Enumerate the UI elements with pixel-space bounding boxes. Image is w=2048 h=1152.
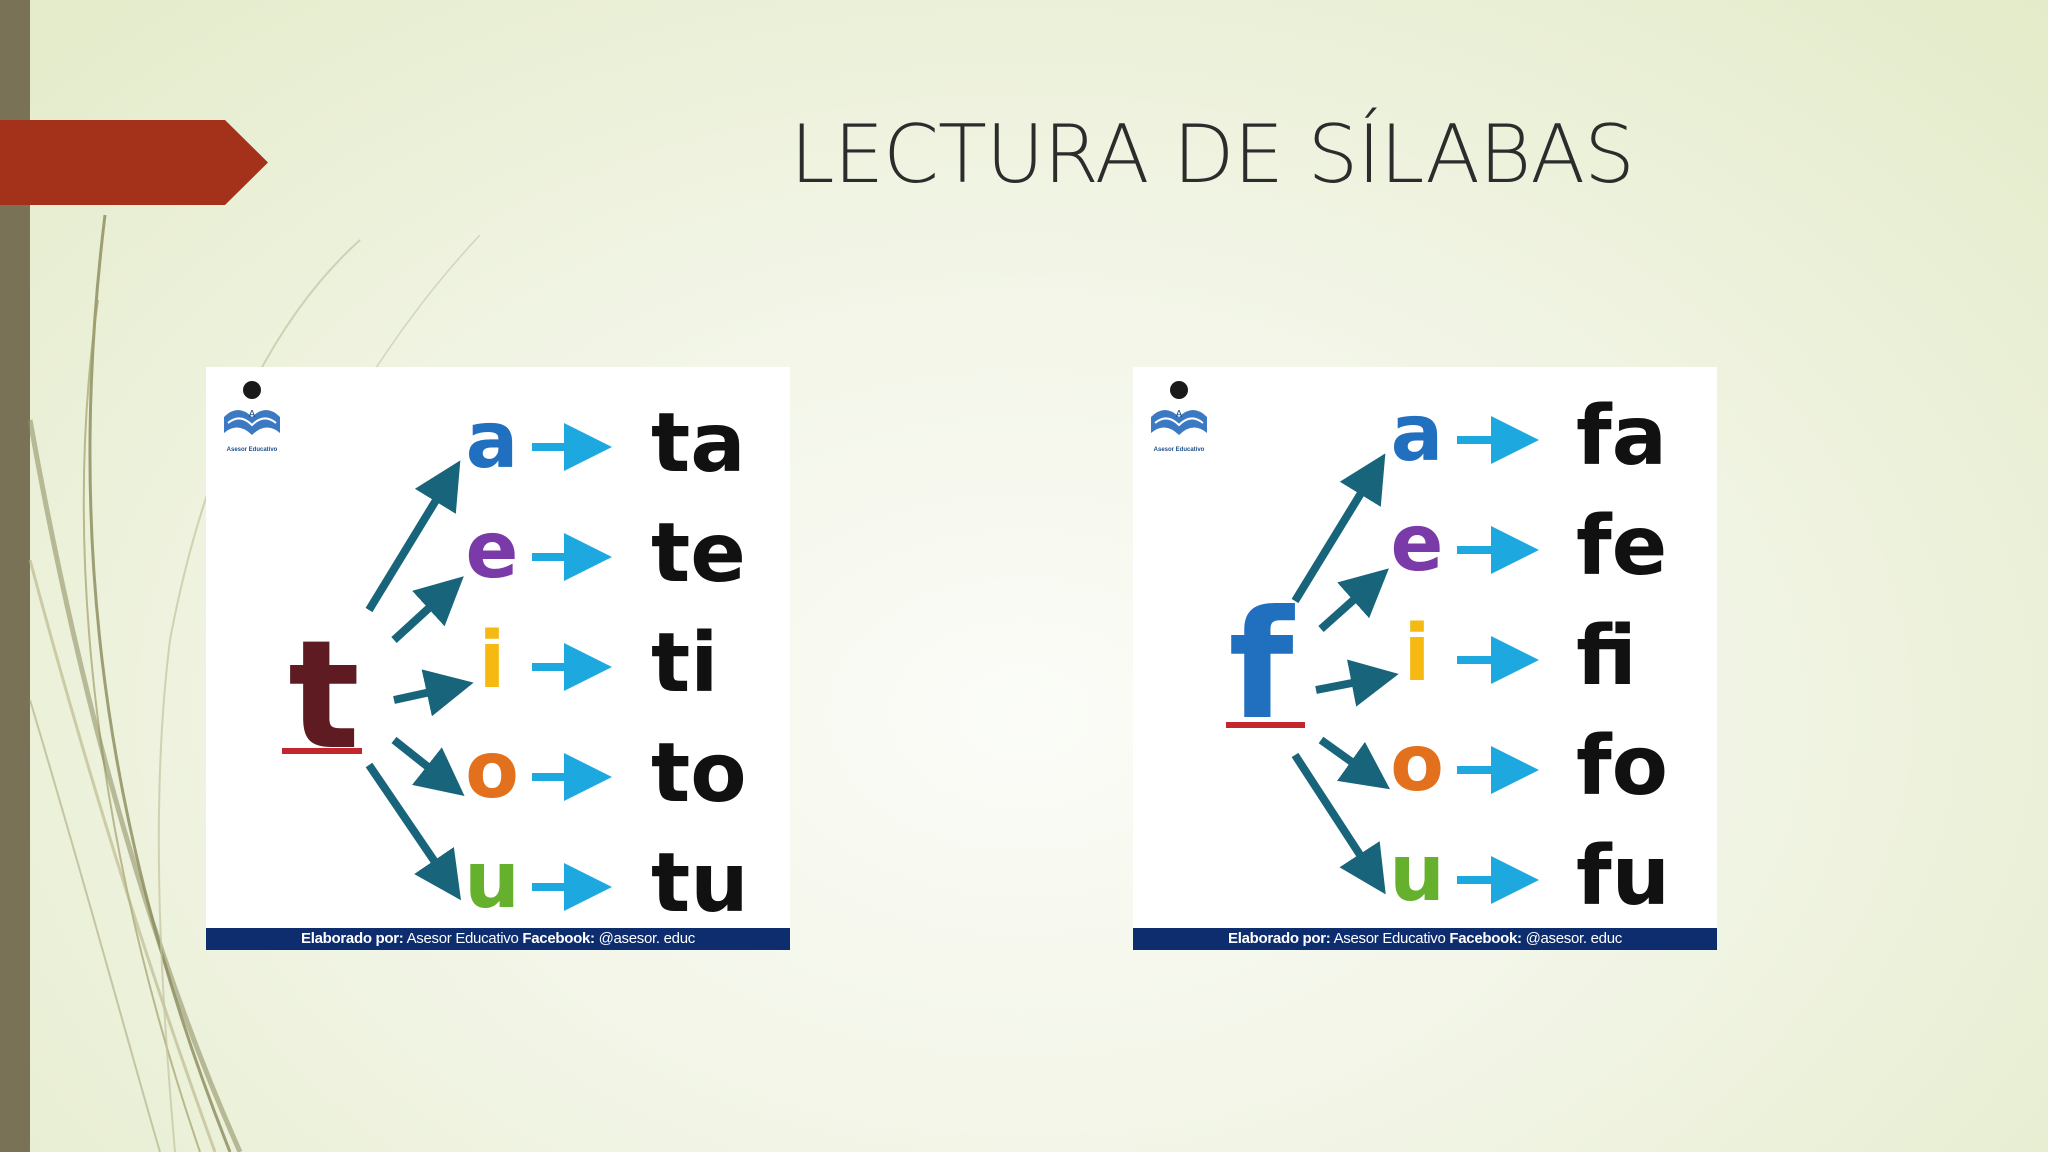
credit-fb-value: @asesor. educ — [598, 930, 696, 947]
syllable-to: to — [651, 726, 747, 821]
vowel-e: e — [466, 506, 519, 596]
vowel-o: o — [1390, 719, 1444, 809]
syllable-fa: fa — [1576, 389, 1667, 484]
vowel-o: o — [465, 726, 519, 816]
syllable-fo: fo — [1576, 719, 1668, 814]
slide-title: LECTURA DE SÍLABAS — [790, 108, 1635, 201]
vowel-u: u — [464, 836, 520, 926]
syllable-fu: fu — [1576, 829, 1670, 924]
credit-by-label: Elaborado por: — [1228, 930, 1331, 947]
title-marker-arrow — [0, 120, 268, 205]
syllable-fi: fi — [1576, 609, 1637, 704]
asesor-educativo-logo: A Asesor Educativo — [1143, 377, 1215, 455]
syllable-ta: ta — [651, 396, 746, 491]
credit-by-label: Elaborado por: — [301, 930, 404, 947]
consonant-letter: t — [288, 609, 360, 783]
syllable-tu: tu — [651, 836, 749, 928]
credit-footer: Elaborado por: Asesor Educativo Facebook… — [206, 928, 790, 950]
result-arrows — [1457, 416, 1539, 904]
result-arrows — [532, 423, 612, 911]
logo-caption: Asesor Educativo — [1153, 447, 1205, 453]
credit-footer: Elaborado por: Asesor Educativo Facebook… — [1133, 928, 1717, 950]
vowel-e: e — [1391, 499, 1444, 589]
vowel-i: i — [1404, 609, 1431, 699]
logo-caption: Asesor Educativo — [226, 447, 278, 453]
vowel-a: a — [466, 396, 519, 486]
syllable-fe: fe — [1576, 499, 1667, 594]
credit-by-value: Asesor Educativo — [406, 930, 519, 947]
syllable-ti: ti — [651, 616, 718, 711]
syllable-card-t: A Asesor Educativo t a e i o u — [206, 367, 790, 950]
svg-text:A: A — [249, 409, 256, 420]
syllable-card-f: A Asesor Educativo f a e i o u — [1133, 367, 1717, 950]
asesor-educativo-logo: A Asesor Educativo — [216, 377, 288, 455]
credit-fb-value: @asesor. educ — [1525, 930, 1623, 947]
svg-text:A: A — [1176, 409, 1183, 420]
vowel-i: i — [479, 616, 506, 706]
syllable-te: te — [651, 506, 746, 601]
credit-fb-label: Facebook: — [522, 930, 595, 947]
branch-arrows — [365, 460, 474, 901]
decorative-grass-strokes — [27, 214, 481, 1152]
vowel-u: u — [1389, 829, 1445, 919]
syllable-diagram-t: t a e i o u ta te ti to tu — [282, 396, 749, 928]
vowel-a: a — [1391, 389, 1444, 479]
syllable-diagram-f: f a e i o u fa fe fi fo fu — [1226, 389, 1670, 924]
branch-arrows — [1291, 453, 1399, 895]
credit-fb-label: Facebook: — [1449, 930, 1522, 947]
credit-by-value: Asesor Educativo — [1333, 930, 1446, 947]
